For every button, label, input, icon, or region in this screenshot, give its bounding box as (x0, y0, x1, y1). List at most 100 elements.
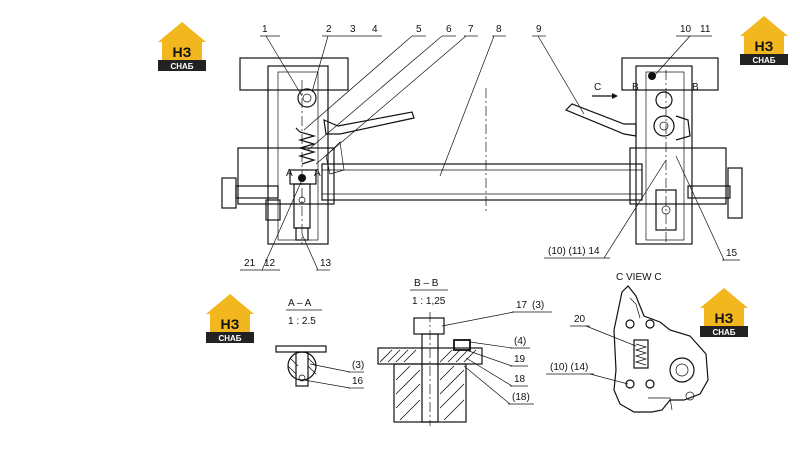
right-inner-plate (645, 71, 685, 241)
left-end-cap (221, 177, 237, 209)
view-c: C VIEW C 20 (10) (14) (546, 272, 709, 413)
leader-10-11 (653, 35, 691, 77)
section-mark-a-right: A (314, 168, 321, 179)
callout-19: 19 (514, 354, 526, 365)
section-mark-b-left: B (632, 82, 639, 93)
callout-ref-10-11-14: (10) (11) 14 (548, 246, 600, 257)
callout-ref-18: (18) (512, 392, 530, 403)
logo-roof-icon (740, 16, 788, 36)
logo-sub: СНАБ (752, 56, 775, 65)
callout-21: 21 (244, 258, 256, 269)
view-c-title: C VIEW C (616, 272, 662, 283)
view-c-inner-edge (629, 297, 641, 319)
leader-10-14 (589, 373, 629, 385)
callout-ref-10-14: (10) (14) (550, 362, 588, 373)
callout-11: 11 (700, 24, 711, 35)
logo-band (158, 60, 206, 71)
logo-mid-left: НЗ СНАБ (206, 294, 254, 343)
leader-7 (315, 35, 467, 165)
logo-band (206, 332, 254, 343)
logo-band (740, 54, 788, 65)
section-mark-b-right: B (692, 82, 699, 93)
callout-2: 2 (326, 24, 332, 35)
section-aa-scale: 1 : 2.5 (288, 316, 316, 327)
main-assembly: B B A A C (221, 57, 743, 245)
view-c-bolt (645, 319, 655, 329)
callout-1: 1 (262, 24, 268, 35)
logo-house-icon (704, 308, 744, 326)
logo-mark: НЗ (755, 38, 774, 54)
right-latch (675, 115, 691, 141)
left-end-pin (235, 185, 279, 199)
left-top-bolt (297, 88, 317, 108)
leader-18 (465, 357, 513, 387)
callout-ref-4: (4) (514, 336, 526, 347)
logo-top-right: НЗ СНАБ (740, 16, 788, 65)
view-c-bracket (613, 285, 709, 413)
view-c-bolt (625, 319, 635, 329)
callout-7: 7 (468, 24, 474, 35)
callout-4: 4 (372, 24, 378, 35)
right-top-bolt (655, 91, 673, 109)
right-lever (564, 103, 637, 137)
leader-8 (439, 35, 495, 177)
leader-4 (469, 341, 513, 349)
section-mark-a-left: A (286, 168, 293, 179)
right-end-cap (727, 167, 743, 219)
view-c-small-hole (685, 391, 695, 401)
view-c-bolt (625, 379, 635, 389)
logo-roof-icon (206, 294, 254, 314)
right-end-pin (687, 185, 731, 199)
leader-2-4 (311, 35, 329, 93)
logo-sub: СНАБ (170, 62, 193, 71)
logo-house-icon (744, 36, 784, 54)
callout-5: 5 (416, 24, 422, 35)
callout-6: 6 (446, 24, 452, 35)
logo-sub: СНАБ (218, 334, 241, 343)
bb-bolt-head (413, 317, 445, 335)
callout-18: 18 (514, 374, 526, 385)
leader-13 (301, 233, 319, 271)
bb-washer (453, 339, 471, 351)
right-small-bolt (648, 72, 656, 80)
aa-hatch (307, 365, 317, 375)
callout-12: 12 (264, 258, 276, 269)
leader-21-12 (261, 179, 303, 271)
leader-9 (537, 35, 585, 115)
left-nut (265, 199, 281, 221)
callout-ref-17-3: (3) (532, 300, 544, 311)
view-c-pivot-hole (675, 363, 689, 377)
shaft-outline (321, 163, 643, 201)
left-top-bolt-hole (302, 93, 312, 103)
leader-ref-18 (463, 365, 511, 405)
callout-13: 13 (320, 258, 332, 269)
right-plate (635, 65, 693, 245)
left-plate (267, 65, 329, 245)
left-lower-block (237, 147, 335, 205)
section-bb: B – B 1 : 1,25 17 (3) (377, 278, 552, 426)
callout-15: 15 (726, 248, 738, 259)
left-bracket (325, 141, 345, 175)
bb-hatching (379, 349, 477, 421)
aa-collar (287, 351, 317, 381)
callout-ref-3: (3) (352, 360, 364, 371)
callout-16: 16 (352, 376, 364, 387)
leader-20 (585, 325, 637, 347)
section-aa: A – A 1 : 2.5 (3) 16 (275, 298, 364, 389)
right-cam-hole (659, 121, 669, 131)
callout-9: 9 (536, 24, 542, 35)
view-c-spring-slot (633, 339, 649, 369)
logo-mid-right: НЗ СНАБ (700, 288, 748, 337)
section-aa-title: A – A (288, 298, 312, 309)
view-c-pivot (669, 357, 695, 383)
logo-roof-icon (700, 288, 748, 308)
logo-roof-icon (158, 22, 206, 42)
right-plunger (655, 189, 677, 231)
view-c-spring (634, 343, 648, 366)
aa-plate (275, 345, 327, 353)
leader-aa-3 (309, 363, 351, 373)
logo-top-left: НЗ СНАБ (158, 22, 206, 71)
logo-sub: СНАБ (712, 328, 735, 337)
